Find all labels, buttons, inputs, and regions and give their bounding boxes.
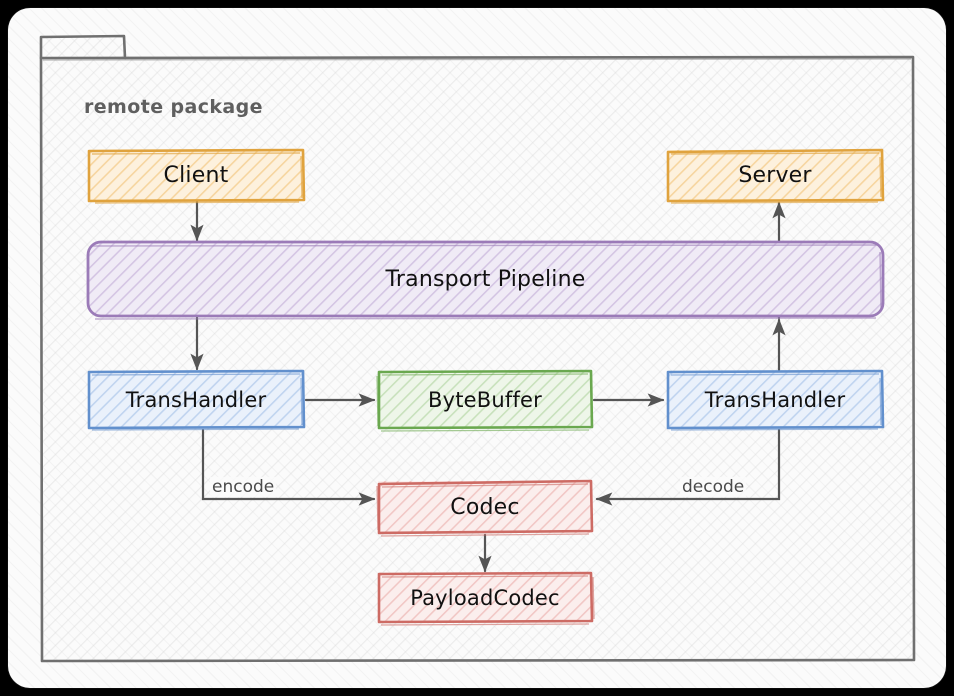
node-transhandler-left[interactable] [87, 369, 306, 431]
node-codec[interactable] [376, 479, 594, 537]
node-payloadcodec[interactable] [377, 571, 595, 626]
node-transhandler-right[interactable] [666, 369, 885, 431]
node-transport-pipeline[interactable] [86, 240, 885, 320]
package-title-label: remote package [84, 96, 263, 118]
nodes-layer [86, 148, 885, 626]
edge-encode [201, 428, 376, 506]
edge-label-decode: decode [680, 477, 747, 497]
package-body-sketch-stroke [42, 58, 912, 61]
package-body [39, 55, 916, 663]
edge-decode [595, 428, 781, 506]
node-bytebuffer[interactable] [376, 369, 594, 432]
edge-label-encode: encode [210, 477, 277, 497]
node-server[interactable] [666, 148, 885, 204]
node-client[interactable] [87, 148, 306, 204]
package-container [39, 34, 916, 663]
package-tab [39, 34, 127, 60]
